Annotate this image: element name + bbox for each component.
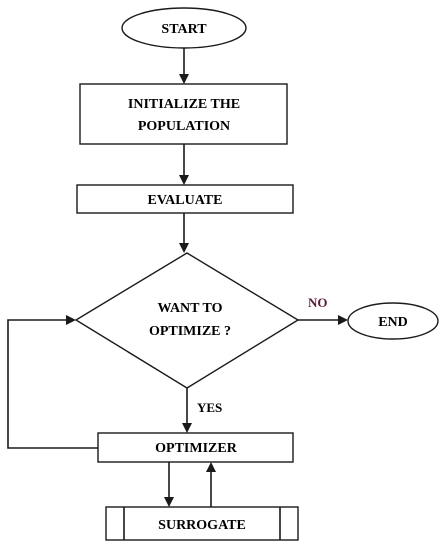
initialize-label-line1: INITIALIZE THE — [128, 97, 240, 112]
surrogate-label: SURROGATE — [158, 518, 246, 533]
decision-label-line2: OPTIMIZE ? — [149, 324, 231, 339]
arrow-head-surrogate-to-optimizer — [206, 462, 216, 472]
surrogate-box — [105, 506, 299, 541]
arrow-head-optimizer-to-surrogate — [164, 497, 174, 507]
start-label: START — [161, 22, 207, 37]
arrow-head-start-to-init — [179, 74, 189, 84]
arrow-head-evaluate-to-decision — [179, 243, 189, 253]
optimizer-box — [97, 432, 294, 463]
yes-label: YES — [197, 400, 222, 415]
evaluate-label: EVALUATE — [148, 193, 223, 208]
optimizer-label: OPTIMIZER — [155, 441, 238, 456]
decision-diamond — [74, 252, 300, 389]
no-label: NO — [308, 295, 328, 310]
evaluate-box — [76, 184, 294, 214]
end-node — [347, 302, 439, 340]
initialize-label-line2: POPULATION — [138, 119, 230, 134]
arrow-head-decision-to-optimizer — [182, 423, 192, 433]
feedback-loop-line — [7, 319, 98, 449]
end-label: END — [378, 315, 408, 330]
arrow-head-init-to-evaluate — [179, 175, 189, 185]
arrow-head-decision-to-end — [338, 315, 348, 325]
arrow-head-feedback-loop — [66, 315, 76, 325]
decision-label-line1: WANT TO — [158, 301, 223, 316]
initialize-population-box — [79, 83, 288, 145]
